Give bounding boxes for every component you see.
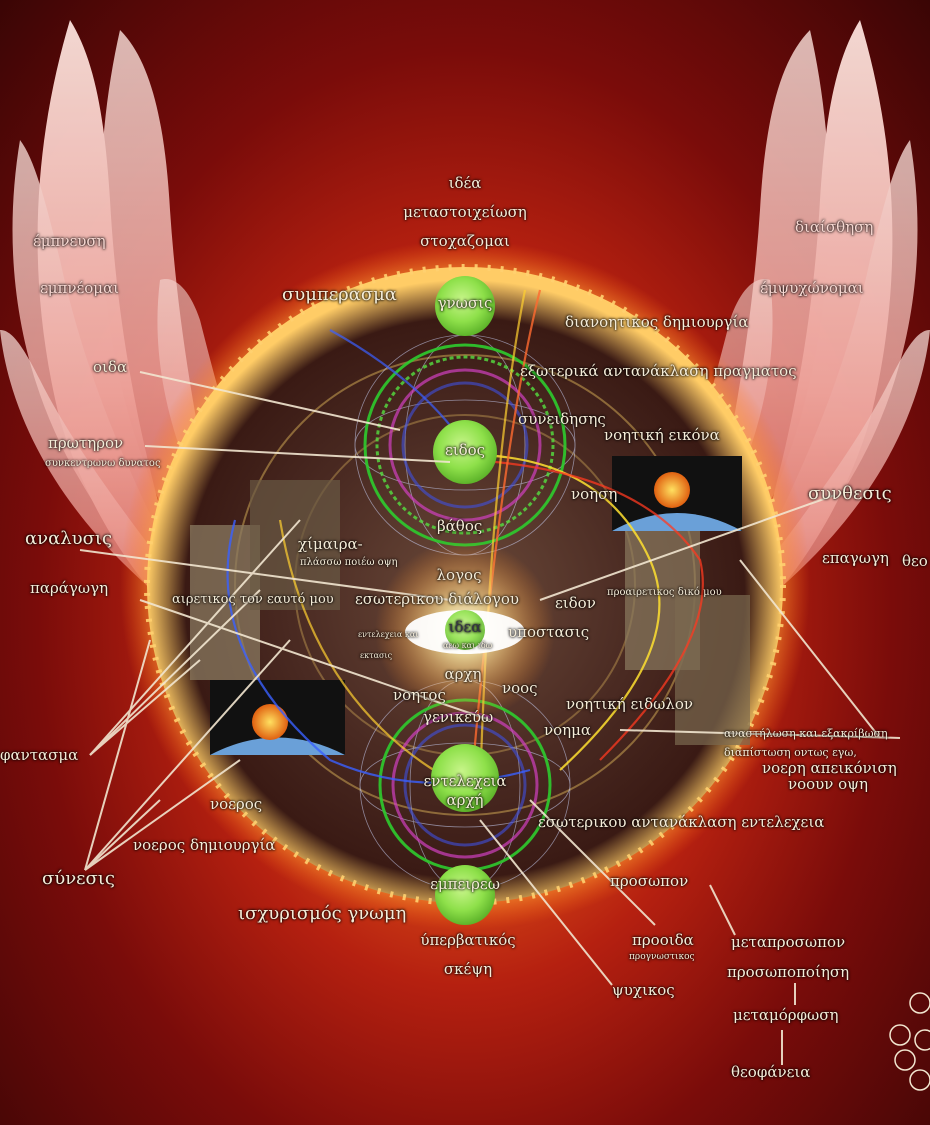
label-prosopopoiisi: προσωποποίηση	[727, 965, 849, 980]
label-proairetikos: προαιρετικος δικό μου	[607, 588, 722, 598]
label-theofaneia: θεοφάνεια	[731, 1065, 810, 1080]
label-synkentrono: συνκεντρωνω δυνατος	[45, 459, 161, 469]
sphere-label-idea: ιδεα	[449, 620, 482, 635]
label-empneusi: έμπνευση	[33, 234, 106, 249]
label-noos: νοος	[502, 681, 538, 696]
sphere-label-gnosis: γνωσις	[438, 296, 493, 311]
label-prognostikos: προγνωστικος	[629, 953, 695, 962]
label-anastilosi: αναστήλωση και εξακρίβωση	[724, 728, 888, 739]
label-ektasis-small: εκτασις	[360, 652, 392, 660]
label-skepsi: σκέψη	[444, 962, 492, 977]
label-empsychonomai: έμψυχώνομαι	[760, 281, 864, 296]
label-analysis: αναλυσις	[25, 530, 112, 548]
label-eidon: ειδον	[555, 596, 596, 611]
label-paragogi: παράγωγη	[30, 581, 108, 596]
label-metastoicheiosi: μεταστοιχείωση	[403, 205, 527, 220]
label-idea: ιδέα	[449, 176, 482, 191]
label-epagogi: επαγωγη	[822, 551, 889, 566]
sunrise-panel-right	[612, 456, 742, 531]
label-bathos: βάθος	[437, 519, 482, 534]
label-stochazomai: στοχαζομαι	[420, 234, 510, 249]
label-noetos: νοητος	[393, 688, 446, 703]
label-noetiki-eidolon: νοητική ειδωλον	[566, 697, 693, 712]
label-empneomai: εμπνέομαι	[40, 281, 119, 296]
label-noetiki-eikona: νοητική εικόνα	[604, 428, 720, 443]
label-dianoetikos-dimiourgia: διανοητικος δημιουργία	[565, 315, 749, 330]
sphere-label-entelecheia: εντελεχεια	[423, 774, 506, 789]
label-genikeuo: γενικεύω	[423, 710, 493, 725]
label-ischyrismos: ισχυρισμός γνωμη	[238, 905, 406, 923]
label-metamorfosi: μεταμόρφωση	[733, 1008, 839, 1023]
label-esoterikou-dialogou: εσωτερικου διάλογου	[355, 592, 519, 607]
label-noouni-opsi: νοουν οψη	[788, 777, 868, 792]
label-chimaira: χίμαιρα-	[298, 537, 363, 552]
label-synesis: σύνεσις	[42, 870, 115, 888]
label-arche-mid: αρχη	[444, 667, 481, 682]
label-aeon-small: αεω και ιδω	[443, 642, 492, 650]
label-syneidisis: συνειδησης	[518, 412, 606, 427]
label-hypostasis: υποστασις	[508, 625, 589, 640]
label-plasso: πλάσσω ποιέω οψη	[300, 558, 398, 568]
label-exoterika: εξωτερικά αντανάκλαση πραγματος	[520, 364, 797, 379]
label-diaisthisi: διαίσθηση	[795, 220, 873, 235]
sunrise-panel-left	[210, 680, 345, 755]
label-esoterikou-antanaklasi: εσωτερικου αντανάκλαση εντελεχεια	[538, 815, 824, 830]
label-symperasma: συμπερασμα	[282, 286, 397, 304]
label-noesi: νοηση	[571, 487, 617, 502]
label-hyperbatikos: ύπερβατικός	[420, 933, 515, 948]
label-diapistosi: διαπίστωση οντως εγω,	[724, 747, 857, 758]
label-protiron: πρωτηρον	[48, 436, 123, 451]
label-psychikos: ψυχικος	[612, 983, 675, 998]
label-proodos: προοιδα	[632, 933, 694, 948]
label-theo: θεο	[902, 554, 928, 569]
label-phantasma: φαντασμα	[0, 748, 78, 763]
sphere-label-arche: αρχή	[446, 793, 483, 808]
label-noeros: νοερος	[210, 797, 262, 812]
label-entelecheia-small: εντελεχεια και	[358, 631, 418, 639]
label-noeri-apeikonisi: νοερη απεικόνιση	[762, 761, 897, 776]
sphere-label-eidos: ειδος	[445, 443, 485, 458]
label-noema: νοημα	[544, 723, 591, 738]
sphere-label-empeireo: εμπειρεω	[430, 877, 500, 892]
label-airetikos: αιρετικος τον εαυτό μου	[172, 593, 334, 606]
corner-ornament	[890, 993, 930, 1090]
label-oida: οιδα	[93, 360, 127, 375]
label-synthesis: συνθεσις	[808, 485, 892, 503]
label-metaprosopon: μεταπροσωπον	[731, 935, 845, 950]
label-logos: λογος	[437, 568, 482, 583]
label-noeros-dimiourgia: νοερος δημιουργία	[133, 838, 276, 853]
label-prosopon: προσωπον	[610, 874, 688, 889]
